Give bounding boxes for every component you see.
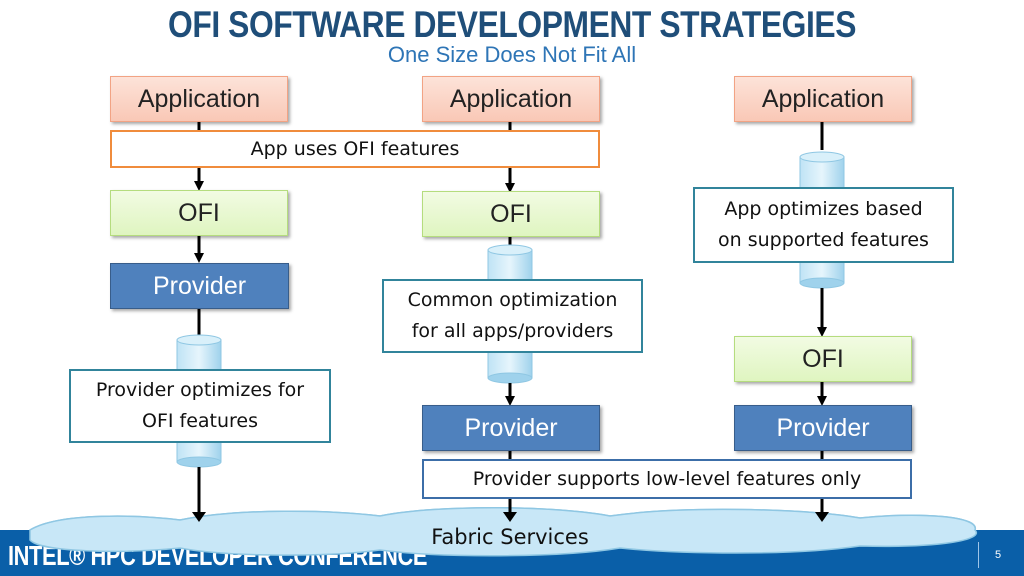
note-line: OFI features: [141, 410, 259, 432]
application-box-1: Application: [110, 76, 288, 122]
page-number: 5: [995, 549, 1002, 561]
note-line: Provider optimizes for: [95, 379, 305, 401]
page-title: OFI SOFTWARE DEVELOPMENT STRATEGIES: [168, 4, 856, 45]
app-uses-ofi-note: App uses OFI features: [110, 130, 600, 168]
note-line: on supported features: [718, 229, 929, 251]
note-line: Common optimization: [407, 289, 618, 311]
fabric-cloud-overlay: [29, 500, 978, 557]
column-1-connectors: [176, 120, 222, 523]
note-line: for all apps/providers: [411, 320, 614, 342]
application-box-3: Application: [734, 76, 912, 122]
provider-box-1: Provider: [110, 263, 289, 309]
fabric-services-label: Fabric Services: [431, 525, 589, 549]
common-optimization-note: Common optimization for all apps/provide…: [382, 279, 643, 353]
provider-box-2: Provider: [422, 405, 600, 451]
footer-divider: [978, 542, 979, 568]
ofi-box-3: OFI: [734, 336, 912, 382]
ofi-box-1: OFI: [110, 190, 288, 236]
note-line: App optimizes based: [724, 198, 923, 220]
provider-box-3: Provider: [734, 405, 912, 451]
page-subtitle: One Size Does Not Fit All: [387, 42, 637, 67]
application-box-2: Application: [422, 76, 600, 122]
ofi-box-2: OFI: [422, 191, 600, 237]
provider-optimizes-note: Provider optimizes for OFI features: [69, 369, 331, 443]
app-optimizes-note: App optimizes based on supported feature…: [693, 187, 954, 263]
provider-supports-note: Provider supports low-level features onl…: [422, 459, 912, 499]
